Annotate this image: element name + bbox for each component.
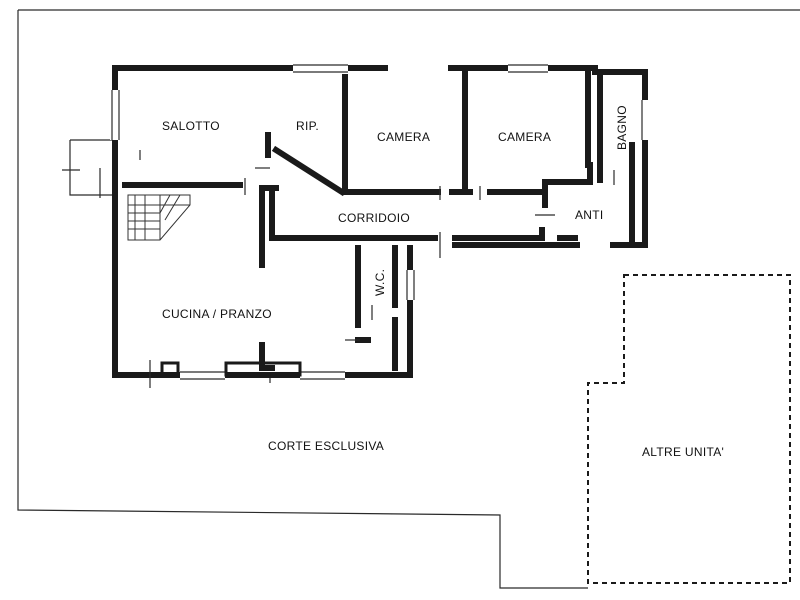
wall-kitchen-pillar	[259, 342, 275, 371]
exterior-step	[62, 139, 115, 198]
wall-corridor-bottom	[269, 227, 578, 241]
room-label-bagno: BAGNO	[615, 105, 629, 150]
room-label-cucina-pranzo: CUCINA / PRANZO	[162, 307, 272, 321]
wall-rip-diagonal	[271, 145, 347, 197]
room-label-camera-1: CAMERA	[377, 130, 430, 144]
room-label-ripostiglio: RIP.	[296, 119, 319, 133]
wall-wc	[355, 245, 398, 371]
room-label-corridoio: CORRIDOIO	[338, 211, 410, 225]
kitchen-sill-block	[224, 361, 302, 377]
adjacent-unit-outline	[587, 274, 791, 584]
room-label-camera-2: CAMERA	[498, 130, 551, 144]
area-label-altre-unita: ALTRE UNITA'	[642, 445, 724, 459]
room-label-anti: ANTI	[575, 208, 604, 222]
room-label-salotto: SALOTTO	[162, 119, 220, 133]
wall-anti	[542, 162, 603, 208]
area-label-corte: CORTE ESCLUSIVA	[268, 439, 384, 453]
staircase	[127, 194, 191, 241]
kitchen-sill-block	[160, 361, 180, 377]
exterior-wall	[112, 65, 648, 378]
wall-kitchen-stub	[259, 185, 275, 241]
door-markers	[139, 150, 615, 388]
windows	[110, 63, 651, 381]
wall-corridor-top	[342, 162, 593, 195]
bathroom-exterior-wall	[597, 69, 635, 248]
lot-boundary	[17, 9, 800, 589]
room-label-wc: W.C.	[373, 269, 387, 296]
